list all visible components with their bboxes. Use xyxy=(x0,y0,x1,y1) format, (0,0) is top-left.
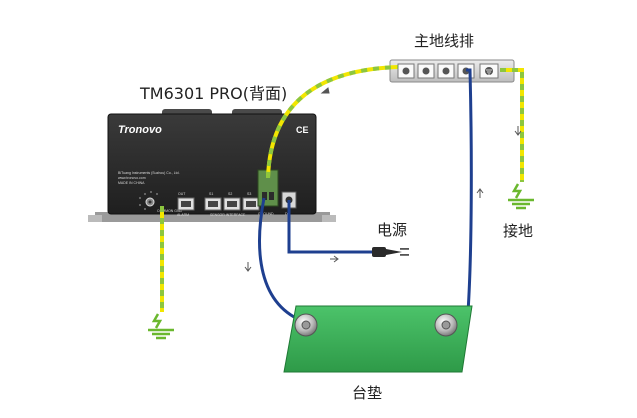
mat-surface xyxy=(283,305,473,373)
ce-mark: CE xyxy=(296,125,309,135)
flange-tab-left xyxy=(88,215,102,222)
table-mat-label: 台垫 xyxy=(352,384,382,402)
earth-symbol-left xyxy=(148,313,174,340)
arrow-down-icon xyxy=(244,262,252,272)
s2-label: S2 xyxy=(228,192,232,196)
ground-label-text: 接地 xyxy=(503,222,533,240)
tm6301-device: Tronovo CE BiTuang Instruments (Suzhou) … xyxy=(88,109,336,222)
ground-symbol-icon xyxy=(148,328,174,340)
mat-stud-center xyxy=(441,320,451,330)
power-cable xyxy=(287,200,375,254)
ground-terminal-pin xyxy=(269,192,274,200)
plug-pin xyxy=(400,254,409,256)
arrow-up-right-icon xyxy=(320,87,330,94)
power-label: 电源 xyxy=(377,221,407,239)
sensor-port-slot xyxy=(227,201,237,207)
flange-tab-right xyxy=(322,215,336,222)
plug-body xyxy=(372,247,386,257)
sensor-port-slot xyxy=(208,201,218,207)
common-ground-jack-center xyxy=(148,200,152,204)
blue-wire-device-to-mat xyxy=(258,197,306,324)
blue-wire-bar-to-mat xyxy=(451,68,473,326)
ground-bar-terminals xyxy=(397,63,499,79)
common-gnd-label: COMMON GND xyxy=(157,209,183,213)
arrow-up-icon xyxy=(476,188,484,198)
ground-symbol-icon xyxy=(508,198,534,210)
alarm-label: ALARM xyxy=(177,213,189,217)
lightning-icon xyxy=(151,313,163,329)
flow-arrows xyxy=(244,87,522,272)
table-mat xyxy=(283,305,473,373)
device-brand: Tronovo xyxy=(118,124,162,136)
main-ground-bar-label: 主地线排 xyxy=(414,32,474,50)
s3-label: S3 xyxy=(247,192,251,196)
alarm-port-slot xyxy=(181,201,191,207)
sensor-ports xyxy=(204,197,260,211)
ground-label: GROUND xyxy=(258,212,274,216)
arrow-down-icon xyxy=(514,126,522,136)
company-line-3: MADE IN CHINA xyxy=(118,181,145,185)
ground-terminal-pin xyxy=(262,192,267,200)
device-title-label: TM6301 PRO(背面) xyxy=(139,84,287,103)
plug-pin xyxy=(400,248,409,250)
company-line-1: BiTuang Instruments (Suzhou) Co., Ltd. xyxy=(118,171,180,175)
earth-symbol-right xyxy=(508,183,534,210)
mat-stud-center xyxy=(301,320,311,330)
sensor-port-slot xyxy=(246,201,256,207)
lightning-icon xyxy=(511,183,523,199)
main-ground-bar xyxy=(389,59,515,83)
sensor-interface-label: SENSOR INTERFACE xyxy=(210,213,246,217)
speaker-grille xyxy=(139,191,158,210)
power-plug xyxy=(372,247,409,257)
arrow-right-icon xyxy=(330,255,339,263)
s1-label: S1 xyxy=(209,192,213,196)
out-label: OUT xyxy=(178,192,186,196)
ground-wire-bar-to-earth xyxy=(500,68,524,182)
company-line-2: www.tronovo.com xyxy=(118,176,146,180)
